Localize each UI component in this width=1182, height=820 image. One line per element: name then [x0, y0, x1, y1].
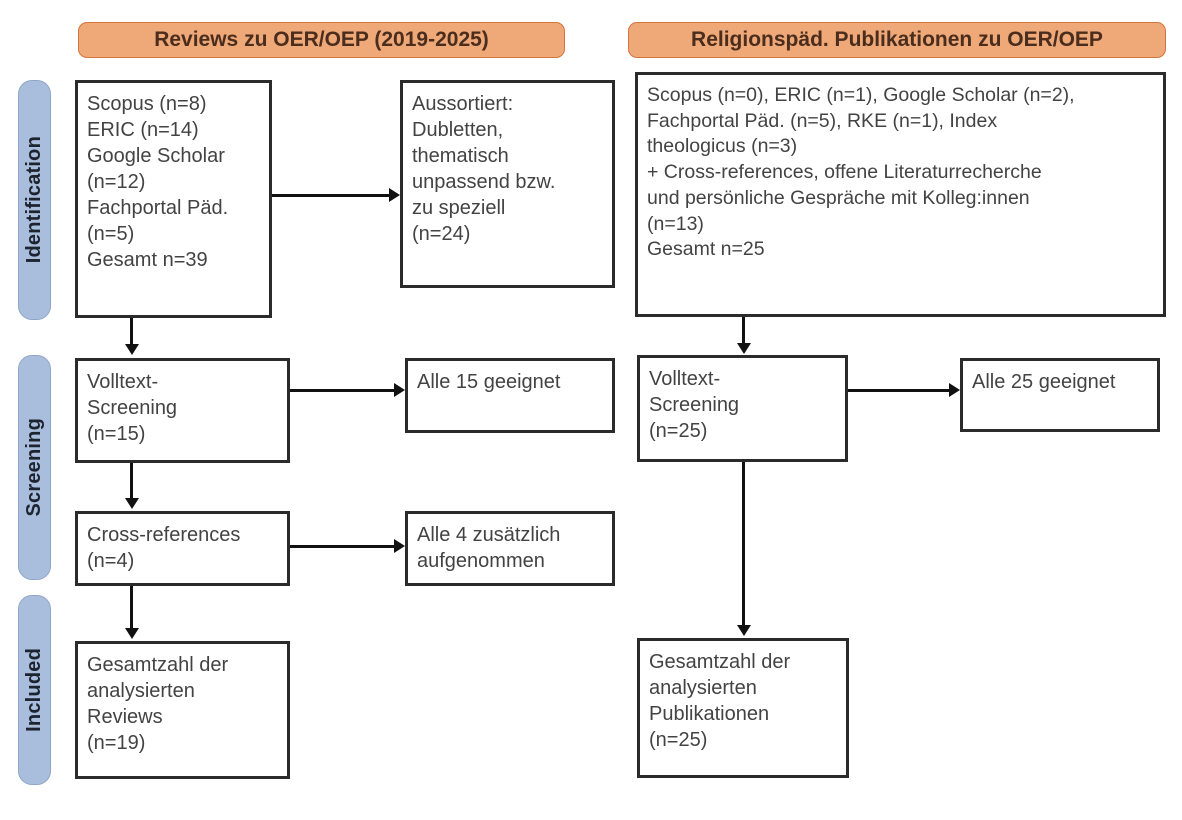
box-left-sources-line-5: Fachportal Päd. [87, 197, 229, 219]
connector-right-sources-to-fulltext [742, 317, 745, 343]
arrowhead-left-crossrefs-to-included [124, 628, 139, 639]
box-right-sources: Scopus (n=0), ERIC (n=1), Google Scholar… [635, 72, 1166, 317]
box-left-excluded-line-2: Dubletten, [412, 119, 504, 141]
box-right-sources-line-2: Fachportal Päd. (n=5), RKE (n=1), Index [647, 109, 998, 132]
box-right-fulltext-line-3: (n=25) [649, 420, 708, 442]
box-left-fulltext-line-2: Screening [87, 397, 178, 419]
stage-label-identification-text: Identification [23, 136, 45, 264]
arrowhead-left-crossrefs-to-result [394, 539, 405, 553]
box-left-included-line-4: (n=19) [87, 732, 146, 754]
box-left-crossrefs: Cross-references (n=4) [75, 511, 290, 586]
box-left-included-line-1: Gesamtzahl der [87, 654, 229, 676]
box-right-included: Gesamtzahl der analysierten Publikatione… [637, 638, 849, 778]
box-right-included-line-3: Publikationen [649, 703, 770, 725]
box-left-included-line-2: analysierten [87, 680, 195, 702]
box-right-sources-line-7: Gesamt n=25 [647, 238, 765, 261]
box-left-excluded-line-5: zu speziell [412, 197, 506, 219]
column-header-reviews: Reviews zu OER/OEP (2019-2025) [78, 22, 565, 58]
connector-left-fulltext-to-result [290, 389, 394, 392]
box-right-included-line-1: Gesamtzahl der [649, 651, 791, 673]
box-right-sources-line-6: (n=13) [647, 212, 704, 235]
box-left-fulltext-line-3: (n=15) [87, 423, 146, 445]
box-left-included-line-3: Reviews [87, 706, 163, 728]
box-left-sources-line-7: Gesamt n=39 [87, 249, 208, 271]
box-left-sources: Scopus (n=8) ERIC (n=14) Google Scholar … [75, 80, 272, 318]
box-left-excluded: Aussortiert: Dubletten, thematisch unpas… [400, 80, 615, 288]
arrowhead-right-sources-to-fulltext [736, 343, 751, 354]
box-right-fulltext-line-2: Screening [649, 394, 740, 416]
connector-left-fulltext-to-crossrefs [130, 463, 133, 498]
box-left-excluded-line-4: unpassend bzw. [412, 171, 556, 193]
connector-left-sources-to-fulltext [130, 318, 133, 344]
arrowhead-right-fulltext-to-included [736, 625, 751, 636]
box-right-sources-line-3: theologicus (n=3) [647, 135, 798, 158]
box-left-sources-line-3: Google Scholar [87, 145, 225, 167]
stage-label-included-text: Included [23, 648, 45, 732]
stage-label-screening-text: Screening [23, 418, 45, 517]
box-right-fulltext-screening: Volltext- Screening (n=25) [637, 355, 848, 462]
box-left-fulltext-screening: Volltext- Screening (n=15) [75, 358, 290, 463]
column-header-religionspaed: Religionspäd. Publikationen zu OER/OEP [628, 22, 1166, 58]
box-right-sources-line-4: + Cross-references, offene Literaturrech… [647, 161, 1042, 184]
connector-left-crossrefs-to-included [130, 586, 133, 628]
box-left-fulltext-line-1: Volltext- [87, 371, 159, 393]
box-left-crossrefs-line-2: (n=4) [87, 550, 135, 572]
box-left-crossrefs-result-line-1: Alle 4 zusätzlich [417, 524, 561, 546]
arrowhead-left-sources-to-excluded [389, 188, 400, 202]
box-left-sources-line-6: (n=5) [87, 223, 135, 245]
box-left-sources-line-1: Scopus (n=8) [87, 93, 207, 115]
box-left-crossrefs-line-1: Cross-references [87, 524, 241, 546]
stage-label-screening: Screening [18, 355, 51, 580]
box-left-crossrefs-result: Alle 4 zusätzlich aufgenommen [405, 511, 615, 586]
box-right-fulltext-line-1: Volltext- [649, 368, 721, 390]
box-left-excluded-line-1: Aussortiert: [412, 93, 514, 115]
stage-label-identification: Identification [18, 80, 51, 320]
box-left-sources-line-2: ERIC (n=14) [87, 119, 199, 141]
box-right-sources-line-1: Scopus (n=0), ERIC (n=1), Google Scholar… [647, 84, 1075, 106]
box-left-excluded-line-3: thematisch [412, 145, 509, 167]
arrowhead-left-fulltext-to-crossrefs [124, 498, 139, 509]
box-right-sources-line-5: und persönliche Gespräche mit Kolleg:inn… [647, 186, 1030, 209]
arrowhead-left-fulltext-to-result [394, 383, 405, 397]
connector-left-crossrefs-to-result [290, 545, 394, 548]
box-right-fulltext-result: Alle 25 geeignet [960, 358, 1160, 432]
stage-label-included: Included [18, 595, 51, 785]
box-left-included: Gesamtzahl der analysierten Reviews (n=1… [75, 641, 290, 779]
box-right-included-line-4: (n=25) [649, 729, 708, 751]
arrowhead-left-sources-to-fulltext [124, 344, 139, 355]
connector-right-fulltext-to-included [742, 462, 745, 625]
box-left-crossrefs-result-line-2: aufgenommen [417, 550, 545, 572]
box-left-sources-line-4: (n=12) [87, 171, 146, 193]
connector-right-fulltext-to-result [848, 389, 949, 392]
box-left-excluded-line-6: (n=24) [412, 223, 471, 245]
box-left-fulltext-result: Alle 15 geeignet [405, 358, 615, 433]
box-left-fulltext-result-line-1: Alle 15 geeignet [417, 371, 561, 393]
box-right-included-line-2: analysierten [649, 677, 757, 699]
box-right-fulltext-result-line-1: Alle 25 geeignet [972, 371, 1116, 393]
connector-left-sources-to-excluded [272, 194, 389, 197]
arrowhead-right-fulltext-to-result [949, 383, 960, 397]
